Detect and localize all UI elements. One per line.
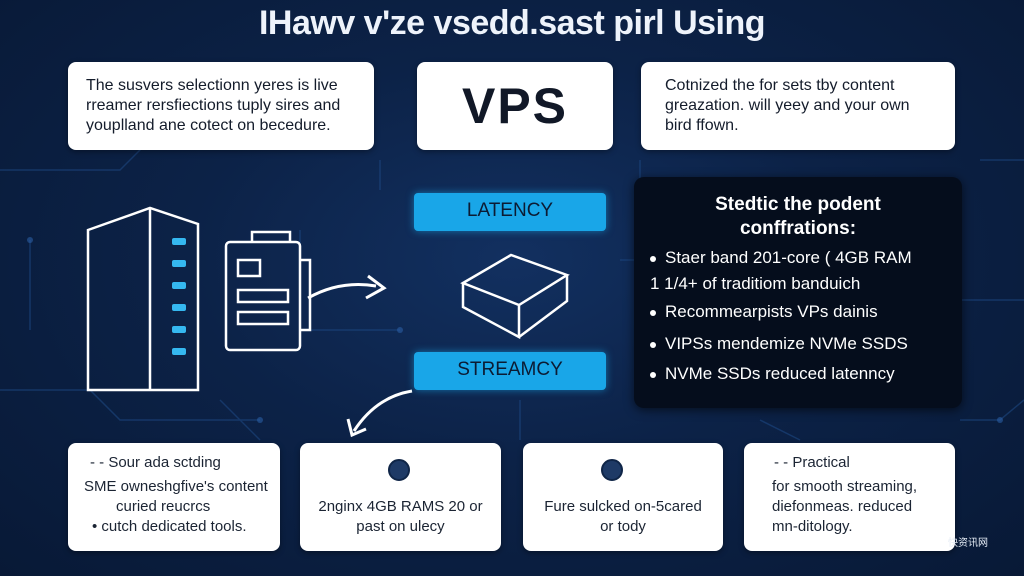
config-panel: Stedtic the podent conffrations: Staer b…	[634, 177, 962, 408]
config-title-line: conffrations:	[739, 218, 857, 239]
intro-line: youplland ane cotect on becedure.	[86, 117, 331, 134]
card-line: Fure sulcked on-5cared	[544, 498, 702, 515]
card-line: for smooth streaming,	[772, 478, 918, 495]
page-title: IHawv v'ze vsedd.sast pirl Using	[258, 4, 766, 42]
cube-icon	[460, 253, 570, 340]
bullet-icon	[650, 341, 656, 348]
config-item: VIPSs mendemize NVMe SSDS	[650, 333, 908, 355]
card-line: - - Sour ada sctding	[90, 454, 221, 471]
bottom-card-3: Fure sulcked on-5cared or tody	[523, 443, 723, 551]
config-item: 1 1/4+ of traditiom banduich	[650, 273, 860, 295]
card-line: past on ulecy	[356, 518, 445, 535]
device-icon	[224, 240, 302, 352]
config-item-text: VIPSs mendemize NVMe SSDS	[665, 334, 908, 353]
info-line: Cotnized the for sets tby content	[665, 77, 895, 94]
card-line: - - Practical	[774, 454, 850, 471]
bullet-icon	[650, 255, 656, 262]
config-item-text: NVMe SSDs reduced latenncy	[665, 364, 895, 383]
globe-badge-icon	[388, 459, 410, 481]
card-line: curied reucrcs	[116, 498, 211, 515]
card-line: diefonmeas. reduced	[772, 498, 913, 515]
card-line: 2nginx 4GB RAMS 20 or	[318, 498, 483, 515]
bottom-card-1: - - Sour ada sctding SME owneshgfive's c…	[68, 443, 280, 551]
vps-card: VPS	[417, 62, 613, 150]
info-line: greazation. will yeey and your own	[665, 97, 910, 114]
intro-line: The susvers selectionn yeres is live	[86, 77, 338, 94]
config-item-text: 1 1/4+ of traditiom banduich	[650, 274, 861, 293]
intro-line: rreamer rersfiections tuply sires and	[86, 97, 341, 114]
server-illustration	[86, 206, 387, 392]
card-line: mn-ditology.	[772, 518, 853, 535]
card-line: • cutch dedicated tools.	[92, 518, 247, 535]
bottom-card-4: - - Practical for smooth streaming, dief…	[744, 443, 955, 551]
streamcy-pill: STREAMCY	[414, 352, 606, 390]
config-item-text: Recommearpists VPs dainis	[665, 302, 878, 321]
config-title-line: Stedtic the podent	[715, 194, 881, 215]
latency-pill: LATENCY	[414, 193, 606, 231]
bullet-icon	[650, 309, 656, 316]
arrow-right-icon	[307, 283, 377, 300]
bullet-icon	[650, 371, 656, 378]
vps-label: VPS	[461, 78, 569, 134]
arrow-down-left-icon	[346, 389, 413, 438]
config-title: Stedtic the podent conffrations:	[634, 193, 962, 241]
config-item: Staer band 201-core ( 4GB RAM	[650, 247, 912, 269]
server-tower-icon	[86, 206, 200, 392]
info-card: Cotnized the for sets tby content greaza…	[641, 62, 955, 150]
info-line: bird ffown.	[665, 117, 739, 134]
config-item-text: Staer band 201-core ( 4GB RAM	[665, 248, 912, 267]
watermark: 快资讯网	[948, 538, 988, 549]
power-badge-icon	[601, 459, 623, 481]
card-line: or tody	[600, 518, 646, 535]
card-line: SME owneshgfive's content	[84, 478, 268, 495]
bottom-card-2: 2nginx 4GB RAMS 20 or past on ulecy	[300, 443, 501, 551]
config-item: NVMe SSDs reduced latenncy	[650, 363, 895, 385]
config-item: Recommearpists VPs dainis	[650, 301, 878, 323]
intro-card: The susvers selectionn yeres is live rre…	[68, 62, 374, 150]
